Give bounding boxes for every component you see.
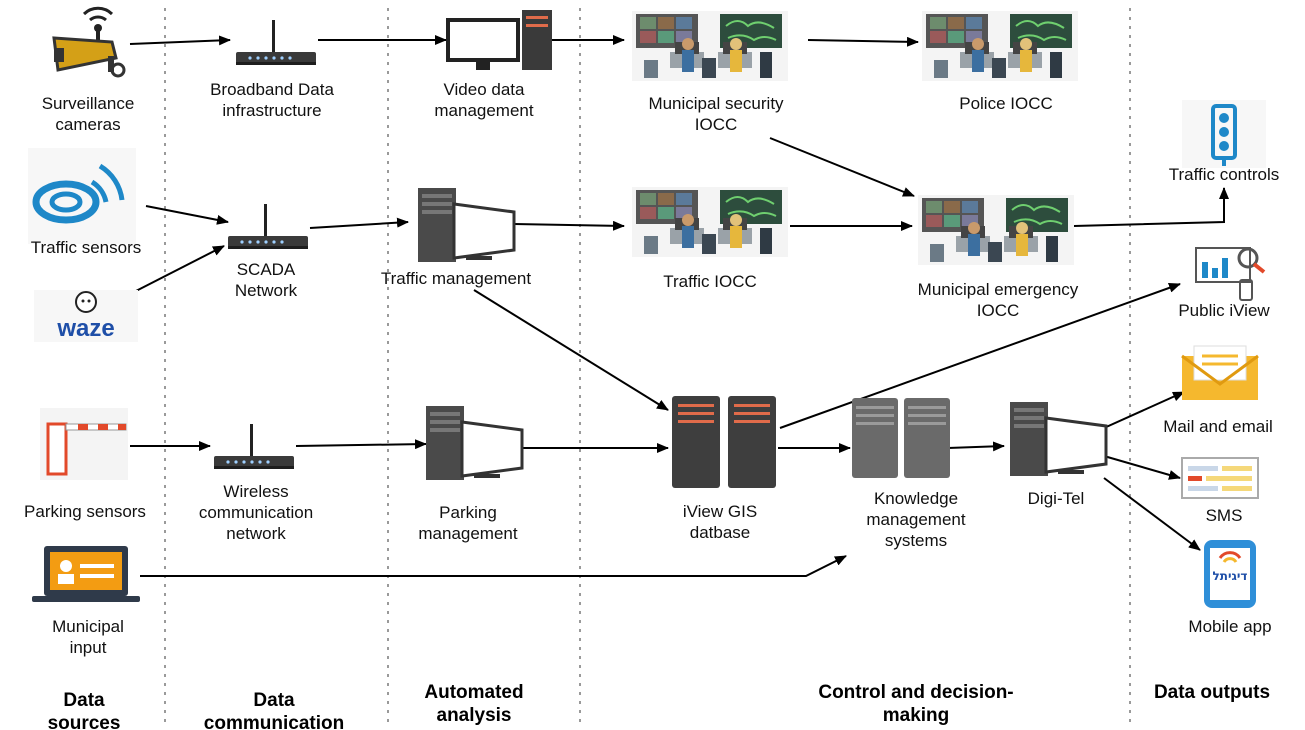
desktop-computer-icon (446, 10, 552, 70)
label-traffic-iocc: Traffic IOCC (663, 272, 757, 291)
database-server-icon (852, 398, 950, 478)
arrow-traffic-iocc (513, 220, 625, 231)
sms-icon (1181, 457, 1259, 499)
database-server-icon (672, 396, 776, 488)
mobile-phone-icon: דיגיתל (1204, 540, 1256, 608)
arrow-security-police (807, 36, 919, 47)
server-monitor-icon (1008, 400, 1108, 478)
arrow-scada-traffic (309, 217, 409, 229)
arrow-cameras-broadband (129, 35, 231, 46)
router-icon (228, 204, 308, 249)
control-room-icon (921, 10, 1079, 82)
server-monitor-icon (416, 186, 516, 264)
arrow-input-knowledge (140, 555, 847, 577)
arrow-sensors-scada (145, 205, 229, 225)
router-icon (236, 20, 316, 65)
waze-logo-text: waze (56, 315, 114, 342)
arrow-waze-scada (133, 245, 225, 293)
label-traffic-mgmt: Traffic management (381, 269, 532, 288)
arrow-digitel-sms (1103, 455, 1181, 480)
flow-arrows (129, 35, 1229, 577)
mobile-app-logo-text: דיגיתל (1213, 569, 1248, 583)
column-separators (164, 8, 1131, 728)
laptop-icon (32, 546, 140, 602)
label-mobile: Mobile app (1188, 617, 1271, 636)
label-sms: SMS (1206, 506, 1243, 525)
label-police: Police IOCC (959, 94, 1053, 113)
header-data-outputs: Data outputs (1154, 682, 1270, 703)
surveillance-camera-icon (52, 6, 126, 78)
label-public-iview: Public iView (1178, 301, 1270, 320)
traffic-sensor-icon (28, 148, 136, 244)
arrow-gis-public (779, 283, 1181, 429)
label-mail: Mail and email (1163, 417, 1273, 436)
arrow-wireless-parking (295, 439, 427, 450)
envelope-icon (1181, 345, 1259, 400)
waze-logo-icon: waze (34, 290, 138, 342)
arrow-knowledge-digitel (947, 441, 1005, 452)
label-digitel: Digi-Tel (1028, 489, 1085, 508)
label-parking-sensors: Parking sensors (24, 502, 146, 521)
control-room-icon (917, 194, 1075, 266)
label-traffic-controls: Traffic controls (1169, 165, 1280, 184)
arrow-security-emergency (769, 137, 915, 197)
analytics-screen-icon (1195, 247, 1266, 301)
control-room-icon (631, 186, 789, 258)
arrow-digitel-mobile (1103, 477, 1201, 551)
label-traffic-sensors: Traffic sensors (31, 238, 142, 257)
arrow-emergency-controls (1073, 187, 1229, 227)
arrow-traffic-gis (473, 289, 669, 411)
control-room-icon (631, 10, 789, 82)
traffic-light-icon (1182, 100, 1266, 168)
router-icon (214, 424, 294, 469)
barrier-gate-icon (40, 408, 128, 480)
arrow-digitel-mail (1103, 391, 1185, 429)
server-monitor-icon (424, 404, 524, 482)
header-control: Control and decision-making (818, 682, 1013, 726)
